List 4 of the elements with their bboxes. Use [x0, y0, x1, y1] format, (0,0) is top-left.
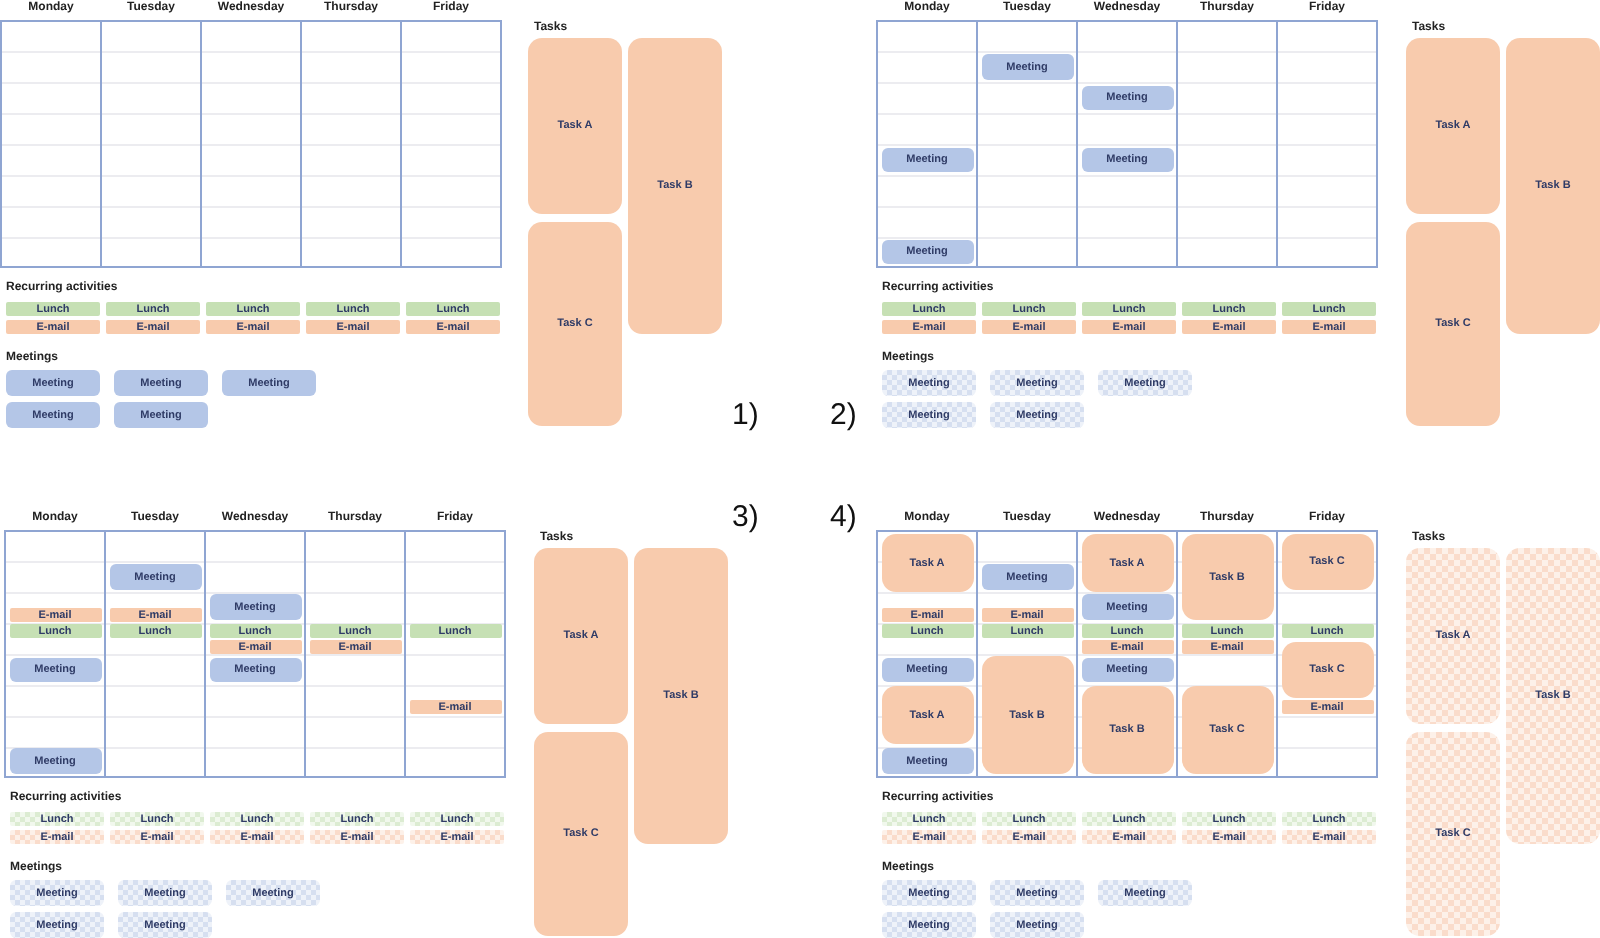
- step-number: 4): [830, 502, 857, 532]
- step-number: 1): [732, 400, 759, 430]
- step-number: 2): [830, 400, 857, 430]
- step-number: 3): [732, 502, 759, 532]
